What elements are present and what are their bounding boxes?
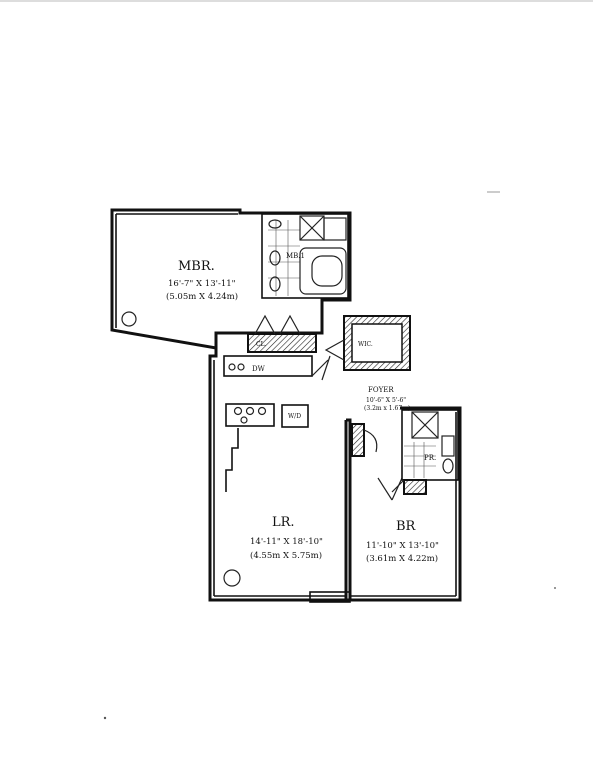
br-dim-metric: (3.61m X 4.22m): [366, 553, 438, 564]
toilet-icon: [268, 219, 282, 229]
master-bath: [261, 213, 349, 299]
closet: [351, 423, 365, 457]
mbr-label: MBR.: [178, 259, 215, 274]
dishwasher-label: DW: [252, 365, 266, 373]
mbr-dim-metric: (5.05m X 4.24m): [166, 291, 238, 302]
living-room: [208, 348, 352, 603]
kitchen-island: [225, 403, 275, 427]
bedroom-2: [344, 406, 462, 602]
br-label: BR: [396, 519, 417, 534]
foyer-label: FOYER: [368, 386, 394, 394]
sink-icon: [269, 276, 281, 292]
powder-room: [391, 409, 459, 495]
washer-dryer: [281, 404, 309, 428]
pr-label: PR.: [424, 454, 436, 462]
lr-dim-imperial: 14'-11" X 18'-10": [250, 537, 323, 547]
lr-label: LR.: [272, 515, 295, 530]
room-labels: MBR. 16'-7" X 13'-11" (5.05m X 4.24m) MB…: [166, 252, 439, 564]
wic-label: WIC.: [358, 341, 373, 348]
kitchen-counter: [223, 355, 313, 377]
master-bedroom: [110, 208, 352, 350]
bedroom-closet: [247, 314, 317, 353]
bathtub-icon: [299, 247, 347, 295]
scan-marks: [0, 0, 593, 720]
washer-dryer-label: W/D: [288, 413, 301, 420]
column-icon: [223, 569, 241, 587]
lr-dim-metric: (4.55m X 5.75m): [250, 550, 322, 561]
toilet-icon: [442, 458, 454, 474]
sink-icon: [441, 435, 455, 457]
walk-in-closet: [324, 315, 411, 371]
foyer-dim-imperial: 10'-6" X 5'-6": [366, 397, 406, 404]
closet-label: CL.: [256, 341, 267, 348]
sink-icon: [269, 250, 281, 266]
mbr-dim-imperial: 16'-7" X 13'-11": [168, 279, 236, 289]
br-dim-imperial: 11'-10" X 13'-10": [366, 541, 439, 551]
mb1-label: MB.1: [286, 252, 305, 260]
shower-icon: [411, 411, 439, 439]
foyer-dim-metric: (3.2m x 1.67m): [364, 405, 410, 412]
column-icon: [121, 311, 137, 327]
